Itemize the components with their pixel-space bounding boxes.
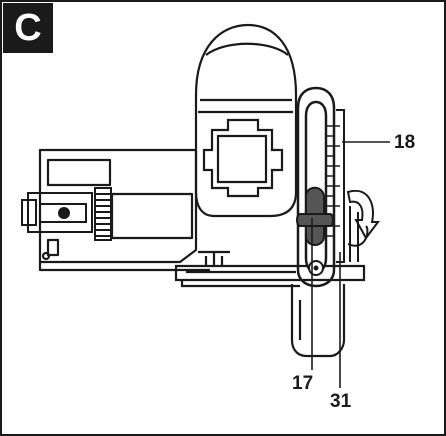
leader-lines: [311, 141, 390, 388]
spindle-rod: [349, 206, 359, 262]
callout-31: 31: [330, 391, 352, 412]
rotation-arrow-icon: [346, 189, 380, 247]
guide-clamp: [21, 192, 93, 233]
motor-housing: [194, 23, 298, 218]
shoe-plate: [174, 250, 366, 288]
base-plate-body: [38, 148, 210, 272]
knurled-wheel: [94, 187, 112, 241]
depth-lock-lever: [296, 186, 334, 246]
blade-guard: [290, 284, 346, 358]
panel-label: C: [3, 3, 53, 53]
callout-18: 18: [394, 132, 416, 153]
brush-cap-window: [202, 118, 284, 198]
callout-17: 17: [292, 373, 314, 394]
